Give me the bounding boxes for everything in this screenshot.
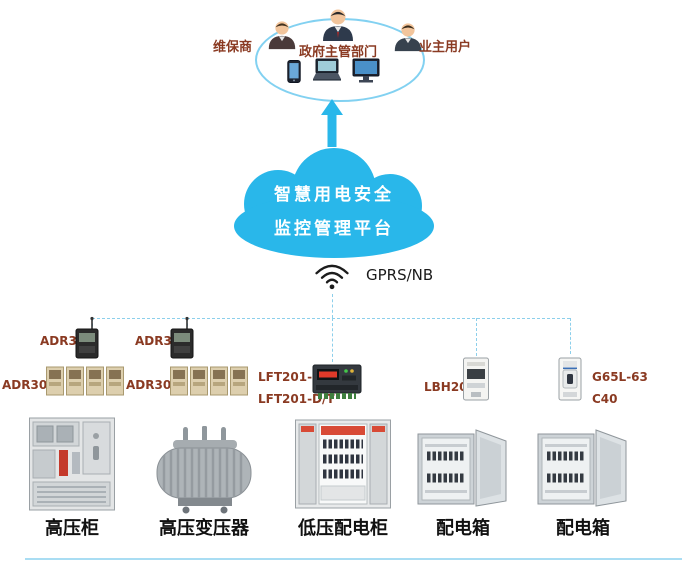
equipment-label-hv-cabinet: 高压柜 [45,518,99,539]
device-label-adr303-col1: ADR303 [2,378,56,392]
lv-cabinet-image [294,418,392,512]
dashed-connector-col3 [332,318,333,362]
maintainer-label: 维保商 [213,40,253,55]
maintainer-person-icon [266,20,298,50]
device-label-lbh201: LBH201 [424,380,476,394]
dashed-connector-wifi-down [332,294,333,318]
up-arrow-icon [321,99,343,147]
dashed-connector-col5 [570,318,571,354]
government-person-icon [320,8,356,42]
device-label-c40: C40 [592,392,618,406]
device-label-lft201dt: LFT201-D/T [258,392,335,406]
monitor-icon [352,58,380,84]
cloud-title-line2: 监控管理平台 [274,219,394,239]
smartphone-icon [287,60,301,83]
device-label-adr303-col2: ADR303 [126,378,180,392]
hv-cabinet-image [28,416,116,512]
lbh201-device [461,356,491,402]
breaker-device [554,356,586,402]
distribution-box-image-2 [536,428,630,510]
gprs-nb-label: GPRS/NB [366,266,434,284]
cloud-shape [214,146,454,260]
wifi-signal-icon [312,258,352,292]
adr301-device-col2 [168,316,196,360]
equipment-label-lv-cabinet: 低压配电柜 [298,518,388,539]
device-label-lft201d: LFT201-D [258,370,323,384]
equipment-label-distribution-box-1: 配电箱 [436,518,490,539]
government-label: 政府主管部门 [299,45,378,60]
adr303-modules-col2 [170,365,248,397]
cloud-title-line1: 智慧用电安全 [274,185,394,205]
equipment-label-distribution-box-2: 配电箱 [556,518,610,539]
bottom-accent-line [25,558,682,560]
owner-person-icon [392,22,424,52]
transformer-image [152,425,256,514]
laptop-icon [310,58,344,82]
adr301-device-col1 [73,316,101,360]
adr303-modules-col1 [46,365,124,397]
distribution-box-image-1 [416,428,510,510]
dashed-connector-col4 [476,318,477,356]
owner-label: 业主用户 [419,40,472,55]
lft201-device [312,362,362,402]
equipment-label-transformer: 高压变压器 [159,518,249,539]
device-label-g65l63: G65L-63 [592,370,648,384]
dashed-connector-bus [92,318,570,319]
